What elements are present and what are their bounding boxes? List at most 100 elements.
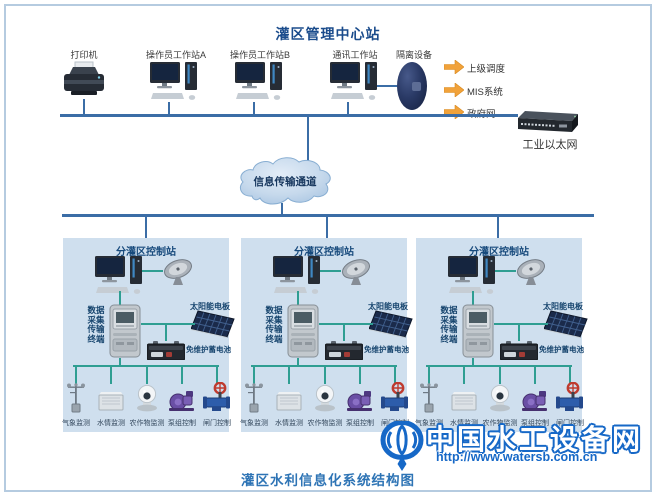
solar-panel-label: 太阳能电板 — [368, 302, 408, 311]
battery-label: 免维护蓄电池 — [539, 345, 584, 354]
valve-icon — [556, 382, 583, 411]
cloud-icon — [239, 157, 331, 205]
connector-line — [146, 367, 148, 384]
data-terminal-icon — [462, 304, 494, 358]
workstation-icon — [150, 62, 197, 100]
connector-line — [216, 367, 218, 384]
connector-line — [288, 367, 290, 384]
battery-icon — [500, 341, 538, 360]
connector-line — [518, 325, 520, 341]
solar-panel-label: 太阳能电板 — [190, 302, 230, 311]
device-chip — [412, 82, 421, 91]
connector-line — [472, 291, 474, 305]
solar-panel-icon — [544, 310, 588, 338]
water-monitor-icon — [276, 392, 302, 411]
connector-line — [141, 323, 195, 325]
sensor-label: 泵组控制 — [346, 420, 374, 427]
connector-line — [253, 102, 255, 115]
sensor-bus-line — [426, 365, 572, 367]
sensor-label: 农作物监测 — [482, 420, 518, 427]
connector-line — [119, 358, 121, 365]
cloud-label: 信息传输通道 — [253, 176, 317, 188]
connector-line — [319, 323, 373, 325]
sensor-label: 水情监测 — [97, 420, 125, 427]
connector-line — [307, 117, 309, 165]
sensor-label: 农作物监测 — [307, 420, 343, 427]
dome-camera-icon — [490, 385, 510, 412]
sensor-label: 闸门控制 — [203, 420, 231, 427]
valve-icon — [381, 382, 408, 411]
pump-icon — [169, 391, 194, 411]
connector-line — [165, 325, 167, 341]
connector-line — [494, 323, 548, 325]
substation-box: 分灌区控制站 数据 采集 传输 — [415, 238, 588, 432]
connector-line — [569, 367, 571, 384]
connector-line — [75, 367, 77, 384]
connector-line — [110, 367, 112, 384]
connector-line — [83, 99, 85, 115]
connector-line — [324, 367, 326, 384]
connector-line — [320, 270, 341, 272]
water-monitor-icon — [451, 392, 477, 411]
connector-line — [168, 102, 170, 115]
satellite-dish-icon — [517, 259, 545, 285]
sensor-label: 农作物监测 — [129, 420, 165, 427]
field-bus-line — [62, 214, 594, 217]
external-link-label: 上级调度 — [467, 64, 506, 75]
substation-title: 分灌区控制站 — [469, 247, 529, 258]
connector-line — [534, 367, 536, 384]
external-link-label: MIS系统 — [467, 87, 503, 98]
center-station-title: 灌区管理中心站 — [275, 26, 381, 42]
weather-station-icon — [245, 383, 263, 413]
watermark-url: http://www.watersb.com.cn — [436, 450, 598, 464]
sensor-label: 水情监测 — [275, 420, 303, 427]
connector-line — [145, 217, 147, 238]
sensor-label: 气象监测 — [62, 420, 90, 427]
connector-line — [497, 217, 499, 238]
battery-label: 免维护蓄电池 — [364, 345, 409, 354]
isolation-device-icon — [397, 62, 427, 110]
workstation-icon — [273, 256, 320, 294]
ethernet-bus-line — [60, 114, 518, 117]
sensor-bus-line — [251, 365, 397, 367]
satellite-dish-icon — [164, 259, 192, 285]
sensor-label: 泵组控制 — [521, 420, 549, 427]
arrow-right-icon — [444, 83, 464, 97]
network-switch-icon — [518, 111, 578, 132]
pump-icon — [522, 391, 547, 411]
connector-line — [142, 270, 163, 272]
connector-line — [253, 367, 255, 384]
terminal-label: 数据 采集 传输 终端 — [87, 305, 105, 344]
sensor-label: 闸门控制 — [556, 420, 584, 427]
connector-line — [359, 367, 361, 384]
workstation-a-label: 操作员工作站A — [145, 50, 206, 60]
terminal-label: 数据 采集 传输 终端 — [440, 305, 458, 344]
terminal-label: 数据 采集 传输 终端 — [265, 305, 283, 344]
connector-line — [472, 358, 474, 365]
sensor-label: 气象监测 — [415, 420, 443, 427]
battery-label: 免维护蓄电池 — [186, 345, 231, 354]
workstation-icon — [330, 62, 377, 100]
substation-box: 分灌区控制站 数据 采集 传输 — [62, 238, 235, 432]
dome-camera-icon — [137, 385, 157, 412]
substation-title: 分灌区控制站 — [294, 247, 354, 258]
connector-line — [181, 367, 183, 384]
battery-icon — [147, 341, 185, 360]
workstation-icon — [95, 256, 142, 294]
workstation-icon — [448, 256, 495, 294]
isolation-device-label: 隔离设备 — [395, 50, 432, 60]
sensor-label: 水情监测 — [450, 420, 478, 427]
solar-panel-icon — [191, 310, 235, 338]
satellite-dish-icon — [342, 259, 370, 285]
connector-line — [499, 367, 501, 384]
sensor-label: 泵组控制 — [168, 420, 196, 427]
sensor-label: 闸门控制 — [381, 420, 409, 427]
substation-box: 分灌区控制站 数据 采集 传输 — [240, 238, 413, 432]
dome-camera-icon — [315, 385, 335, 412]
solar-panel-icon — [369, 310, 413, 338]
data-terminal-icon — [109, 304, 141, 358]
sensor-label: 气象监测 — [240, 420, 268, 427]
connector-line — [343, 325, 345, 341]
substation-title: 分灌区控制站 — [116, 247, 176, 258]
connector-line — [119, 291, 121, 305]
